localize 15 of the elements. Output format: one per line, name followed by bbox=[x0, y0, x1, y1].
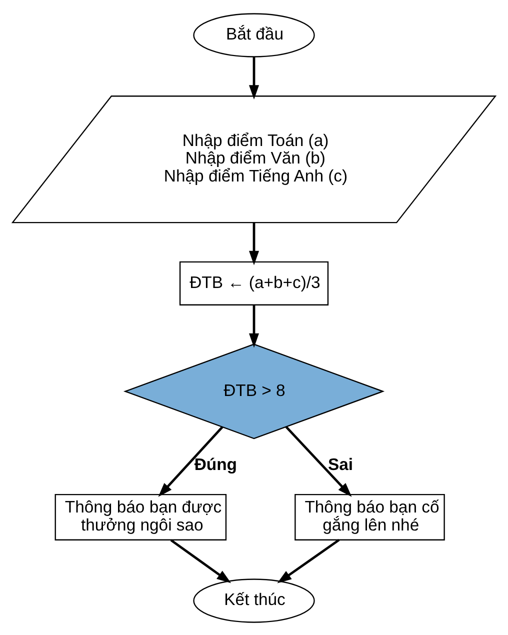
edge-label: Đúng bbox=[194, 454, 237, 474]
arrow bbox=[285, 426, 352, 496]
arrow bbox=[248, 304, 260, 348]
arrow bbox=[248, 56, 260, 100]
edge-label: Sai bbox=[328, 454, 354, 474]
node-box: Thông báo bạn cố gắng lên nhé bbox=[294, 493, 445, 540]
node-box: ĐTB ← (a+b+c)/3 bbox=[179, 260, 329, 305]
node-ellipse: Kết thúc bbox=[193, 578, 315, 622]
arrow bbox=[158, 426, 224, 496]
arrow bbox=[248, 222, 260, 265]
node-diamond: ĐTB > 8 bbox=[123, 343, 385, 439]
arrow bbox=[277, 538, 340, 583]
arrow bbox=[170, 538, 232, 583]
node-ellipse: Bắt đầu bbox=[193, 12, 315, 57]
node-box: Thông báo bạn được thưởng ngôi sao bbox=[54, 493, 227, 540]
